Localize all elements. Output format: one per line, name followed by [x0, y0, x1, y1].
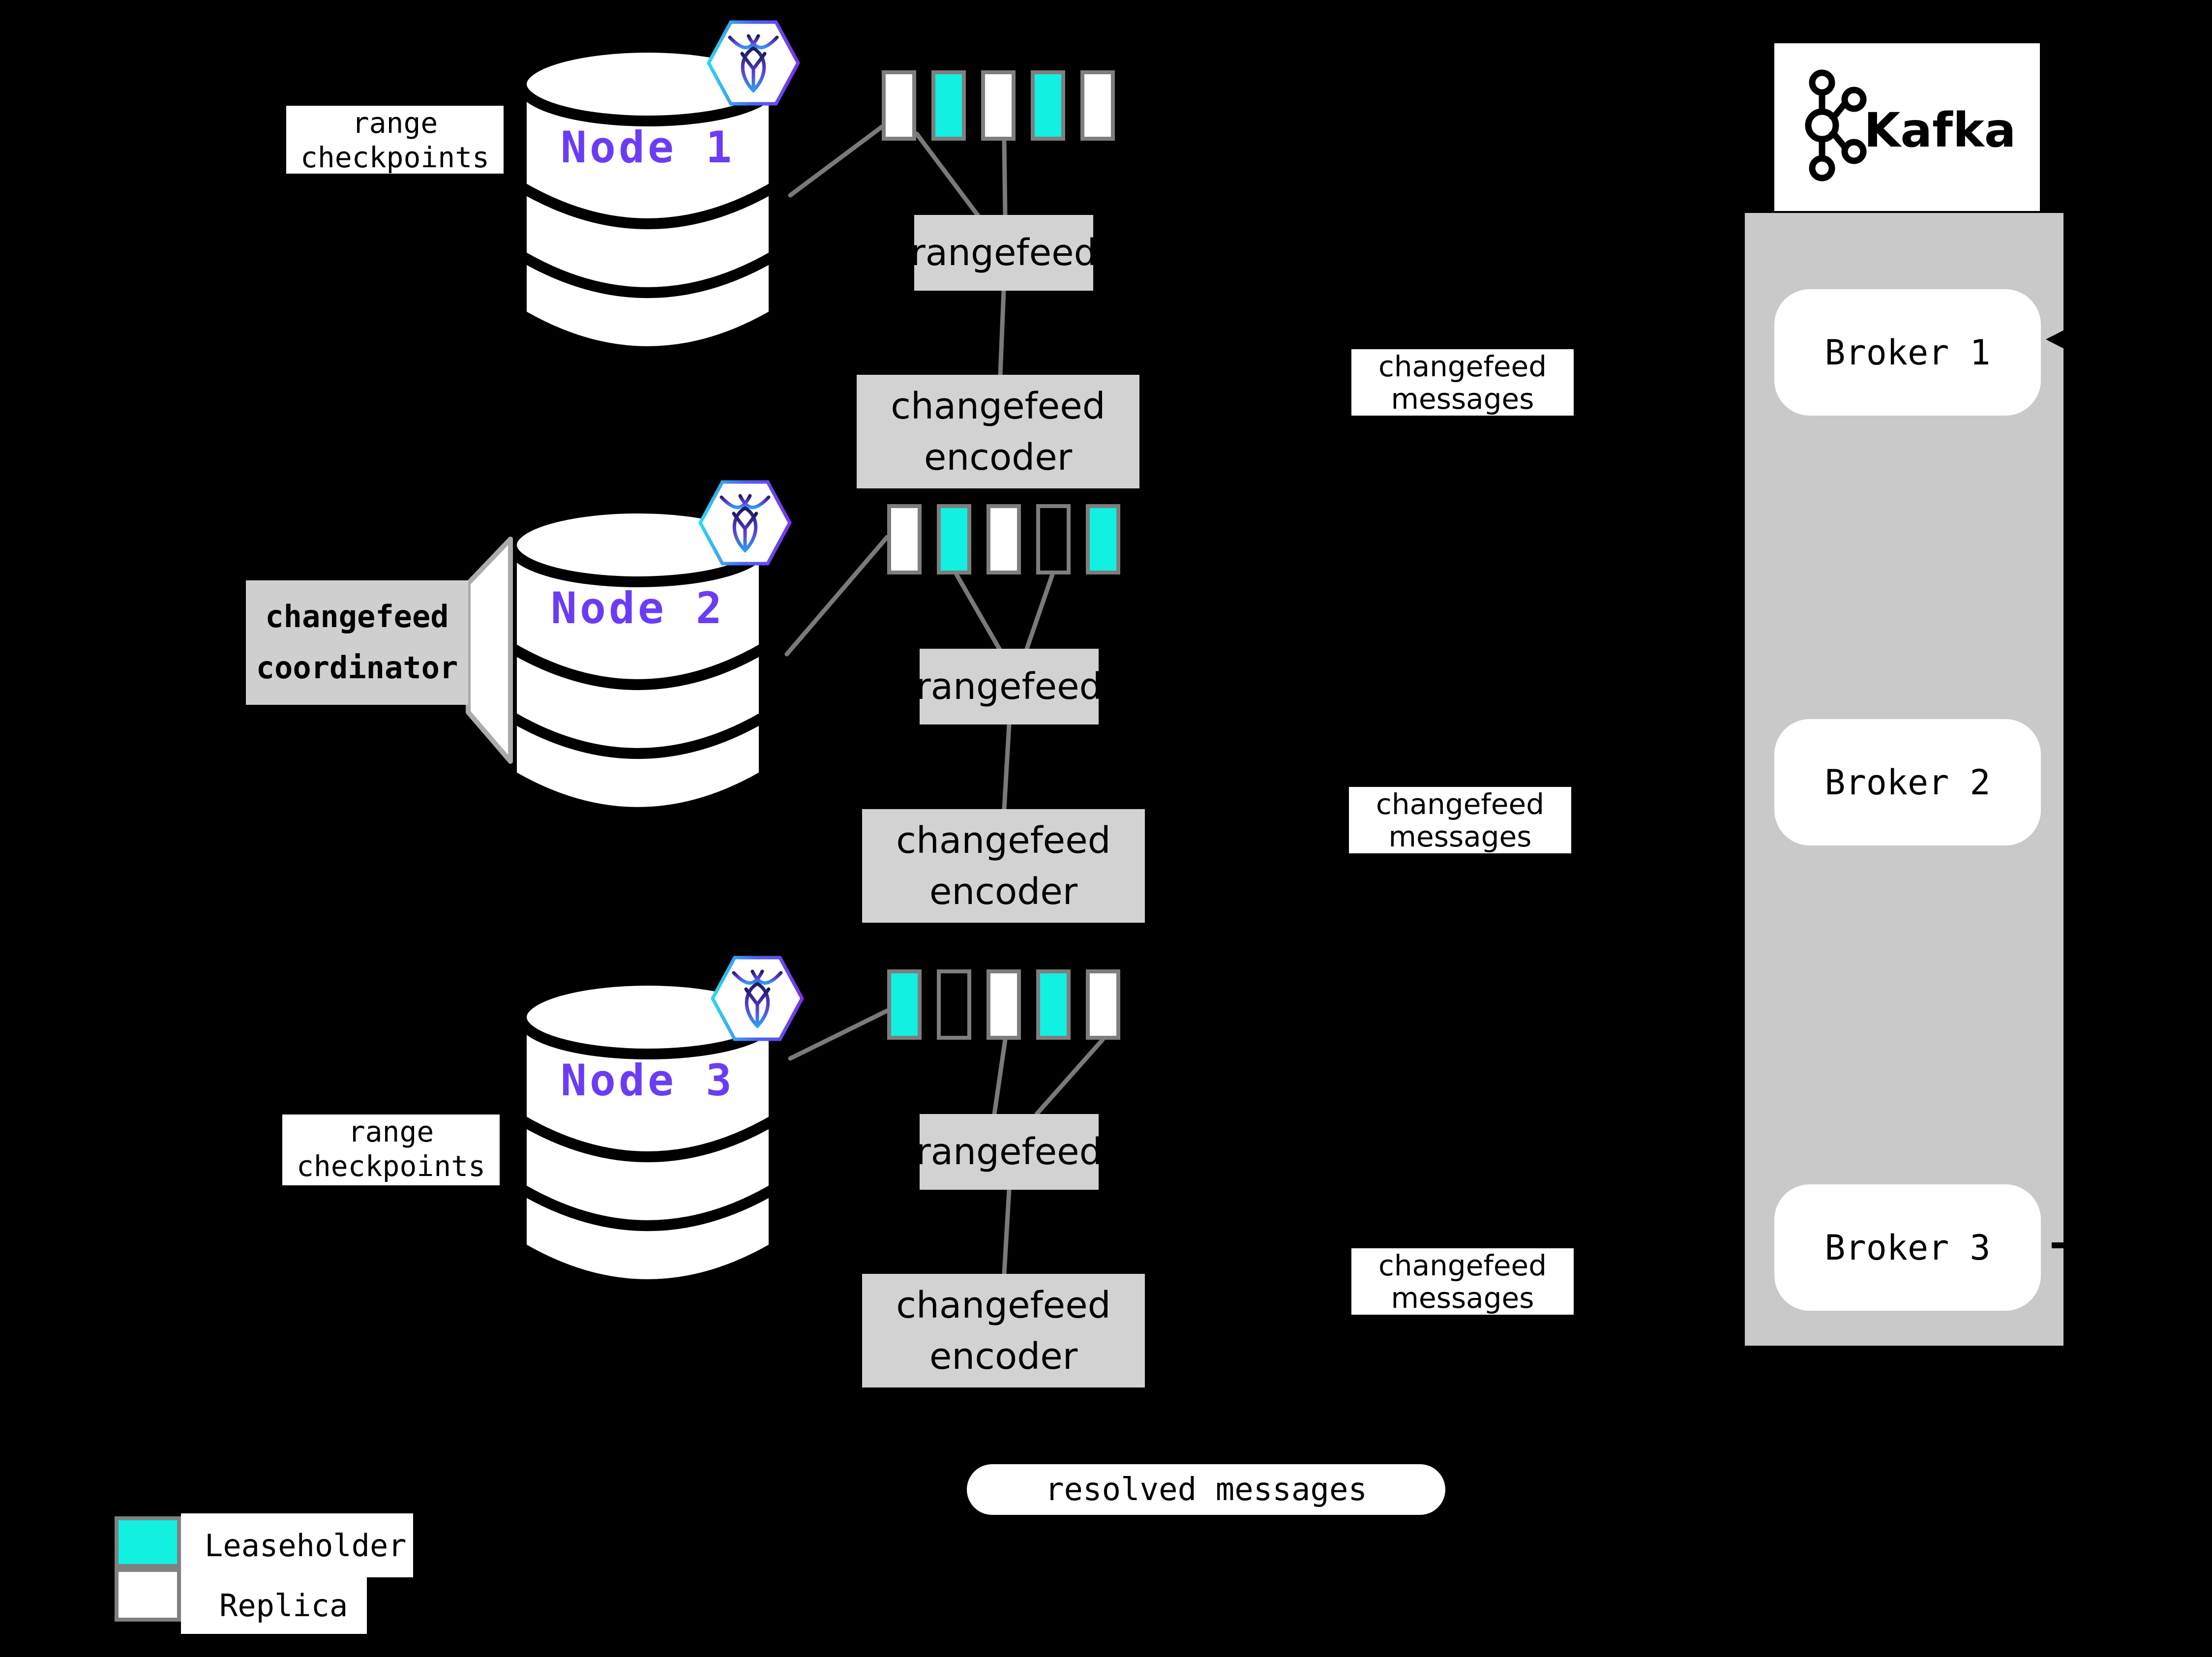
legend-replica-label: Replica: [181, 1577, 367, 1634]
range-row: [887, 504, 1120, 574]
connector-line: [788, 1008, 890, 1061]
changefeed-encoder-label: changefeed encoder: [857, 375, 1139, 488]
broker-box: Broker 2: [1774, 719, 2041, 845]
rangefeed-label: rangefeed: [916, 1114, 1103, 1190]
rangefeed-label: rangefeed: [916, 649, 1103, 724]
node-name: Node 1: [561, 122, 735, 173]
range-checkpoints-label: range checkpoints: [282, 1115, 500, 1185]
connector-line: [788, 124, 884, 198]
changefeed-messages-label: changefeed messages: [1351, 1248, 1574, 1315]
range-box: [986, 969, 1021, 1040]
connector-line: [1034, 1037, 1105, 1116]
changefeed-encoder-label: changefeed encoder: [862, 809, 1145, 923]
cockroachdb-logo-icon: [700, 482, 790, 564]
label-line: checkpoints: [296, 1149, 486, 1183]
cockroachdb-logo-icon: [713, 958, 802, 1039]
kafka-title: Kafka: [1864, 103, 2016, 158]
connector-line: [998, 288, 1006, 377]
label-line: messages: [1391, 382, 1534, 416]
cockroachdb-logo-icon: [709, 22, 798, 104]
connector-line: [992, 1037, 1008, 1116]
connector-line: [954, 572, 1002, 651]
label-line: coordinator: [256, 650, 458, 686]
legend-replica-swatch: [115, 1568, 181, 1622]
range-box: [1086, 504, 1120, 574]
resolved-messages-pill: resolved messages: [967, 1464, 1445, 1515]
broker-box: Broker 3: [1774, 1184, 2041, 1311]
label-line: encoder: [929, 870, 1078, 913]
rangefeed-label: rangefeed: [910, 215, 1097, 291]
node-cylinder: [521, 980, 774, 1285]
range-row: [887, 969, 1120, 1040]
label-line: changefeed: [1378, 1249, 1547, 1282]
connector-line: [914, 131, 981, 219]
node-cylinder: [521, 47, 774, 352]
label-line: range: [352, 106, 438, 140]
connector-line: [784, 535, 890, 657]
range-box: [887, 504, 922, 574]
connector-line: [1024, 572, 1055, 651]
node-cylinder: [511, 508, 764, 813]
range-box: [986, 504, 1021, 574]
range-box: [1086, 969, 1120, 1040]
range-checkpoints-label: range checkpoints: [286, 106, 504, 174]
label-line: changefeed: [1378, 350, 1547, 383]
connector-line: [1002, 1187, 1012, 1276]
range-box: [981, 70, 1016, 141]
label-line: changefeed: [896, 819, 1111, 862]
connector-line: [1002, 722, 1012, 812]
label-line: messages: [1388, 820, 1532, 853]
changefeed-coordinator-label: changefeed coordinator: [246, 580, 468, 705]
label-line: encoder: [929, 1335, 1078, 1378]
label-line: changefeed: [896, 1284, 1111, 1326]
coordinator-flag: [466, 537, 513, 764]
range-box: [1031, 70, 1065, 141]
label-line: changefeed: [891, 385, 1106, 427]
range-row: [882, 70, 1115, 141]
node-name: Node 2: [551, 583, 725, 633]
changefeed-messages-label: changefeed messages: [1351, 349, 1574, 416]
label-line: changefeed: [1375, 787, 1545, 821]
legend-leaseholder-swatch: [115, 1516, 181, 1568]
range-box: [1036, 504, 1071, 574]
label-line: range: [348, 1115, 434, 1148]
range-box: [937, 504, 971, 574]
node-name: Node 3: [561, 1055, 735, 1106]
range-box: [882, 70, 916, 141]
range-box: [931, 70, 966, 141]
changefeed-encoder-label: changefeed encoder: [862, 1274, 1145, 1387]
changefeed-messages-label: changefeed messages: [1349, 787, 1571, 853]
legend-leaseholder-label: Leaseholder: [181, 1513, 413, 1577]
range-box: [887, 969, 922, 1040]
range-box: [937, 969, 971, 1040]
range-box: [1036, 969, 1071, 1040]
label-line: changefeed: [265, 599, 449, 634]
label-line: encoder: [924, 436, 1073, 479]
label-line: messages: [1391, 1281, 1534, 1315]
connector-line: [1002, 138, 1008, 217]
broker-box: Broker 1: [1774, 289, 2041, 416]
range-box: [1080, 70, 1115, 141]
label-line: checkpoints: [300, 141, 490, 174]
